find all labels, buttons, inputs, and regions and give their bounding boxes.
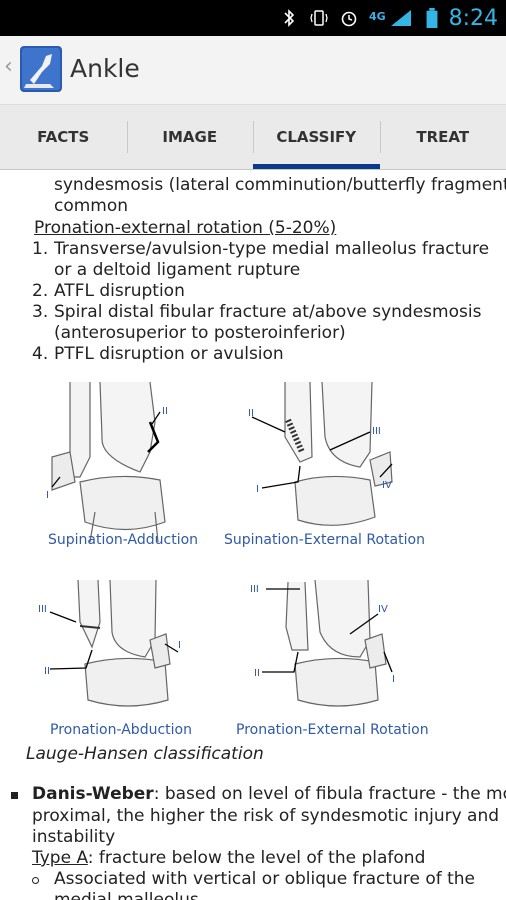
panel-caption: Pronation-External Rotation [236, 722, 429, 738]
panel-pronation-external-rotation: III IV II I [250, 579, 395, 707]
list-item-text: PTFL disruption or avulsion [54, 344, 284, 364]
status-bar: 4G 8:24 [0, 0, 506, 36]
list-number: 1. [32, 239, 49, 259]
list-item-text: Spiral distal fibular fracture at/above … [54, 302, 482, 322]
text-line: Associated with vertical or oblique frac… [54, 869, 476, 889]
tab-classify[interactable]: CLASSIFY [253, 105, 380, 169]
status-time: 8:24 [448, 5, 498, 31]
panel-supination-adduction: II I [46, 382, 168, 543]
action-bar: ‹ Ankle [0, 36, 506, 105]
list-item-text: (anterosuperior to posteroinferior) [54, 323, 346, 343]
back-caret-icon[interactable]: ‹ [4, 54, 13, 79]
fracture-label: IV [378, 604, 388, 615]
vibrate-icon [309, 10, 328, 26]
battery-icon [426, 8, 438, 28]
text-line: medial malleolus [54, 890, 199, 900]
lauge-hansen-figure: II I Supination-Adduction II III I IV Su… [38, 382, 429, 738]
fracture-label: II [162, 406, 168, 417]
panel-caption: Supination-External Rotation [224, 532, 425, 548]
list-number: 3. [32, 302, 49, 322]
section-heading: Pronation-external rotation (5-20%) [34, 218, 337, 238]
tab-facts[interactable]: FACTS [37, 128, 90, 146]
fracture-label: III [250, 584, 259, 595]
figure-caption: Lauge-Hansen classification [26, 744, 264, 764]
list-item-text: Transverse/avulsion-type medial malleolu… [54, 239, 490, 259]
type-a-desc: : fracture below the level of the plafon… [87, 848, 426, 868]
panel-caption: Supination-Adduction [48, 532, 198, 548]
fracture-label: II [44, 666, 50, 677]
text-line: common [54, 196, 129, 216]
fracture-label: II [248, 408, 254, 419]
fracture-label: I [256, 484, 259, 495]
tab-bar: FACTS IMAGE CLASSIFY TREAT [0, 105, 506, 170]
bluetooth-icon [284, 9, 294, 27]
app-title: Ankle [70, 54, 140, 83]
danis-weber-desc: : based on level of fibula fracture - th… [153, 784, 506, 804]
panel-caption: Pronation-Abduction [50, 722, 192, 738]
fracture-label: I [46, 490, 49, 501]
text-line: syndesmosis (lateral comminution/butterf… [54, 175, 506, 195]
svg-text:4G: 4G [369, 10, 386, 23]
bullet-dot [11, 792, 18, 799]
list-item-text: ATFL disruption [54, 281, 185, 301]
list-item-text: or a deltoid ligament rupture [54, 260, 301, 280]
list-number: 2. [32, 281, 49, 301]
fracture-label: III [38, 604, 47, 615]
sub-bullet-circle [32, 877, 39, 884]
danis-weber-term: Danis-Weber [32, 784, 154, 804]
fracture-label: II [254, 668, 260, 679]
fracture-label: III [372, 426, 381, 437]
danis-weber-line: Danis-Weber: based on level of fibula fr… [32, 784, 506, 804]
text-line: instability [32, 827, 116, 847]
panel-pronation-abduction: III II I [38, 579, 181, 707]
text-line: proximal, the higher the risk of syndesm… [32, 806, 500, 826]
fracture-label: IV [382, 480, 392, 491]
fracture-label: I [178, 640, 181, 651]
alarm-icon [341, 11, 356, 27]
type-a-line: Type A: fracture below the level of the … [32, 848, 425, 868]
classification-content: syndesmosis (lateral comminution/butterf… [0, 170, 506, 900]
panel-supination-external-rotation: II III I IV [248, 382, 393, 526]
type-a-label: Type A [32, 848, 88, 868]
list-number: 4. [32, 344, 49, 364]
ankle-app-icon[interactable] [20, 46, 62, 92]
tab-treat[interactable]: TREAT [379, 105, 506, 169]
tab-image[interactable]: IMAGE [126, 105, 254, 169]
signal-4g-icon: 4G [369, 10, 411, 26]
fracture-label: I [392, 674, 395, 685]
